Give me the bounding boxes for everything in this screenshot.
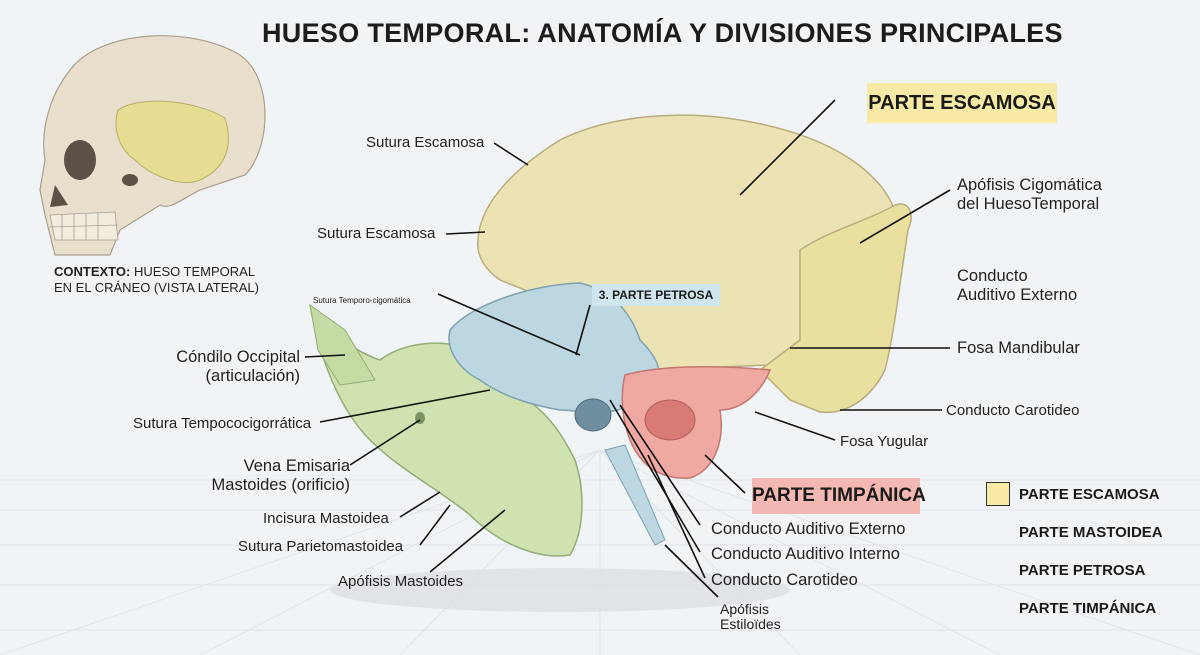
label-vena-emisaria-line2: Mastoides (orificio) [211,476,350,494]
label-apofisis-estiloides: Apófisis Estiloïdes [720,602,781,632]
label-apofisis-cigomatica: Apófisis Cigomática del HuesoTemporal [957,176,1102,214]
label-conducto-auditivo-externo-right: Conducto Auditivo Externo [957,267,1077,305]
legend-label: PARTE ESCAMOSA [1019,486,1160,503]
label-apofisis-cigomatica-line2: del HuesoTemporal [957,195,1100,213]
page-title: HUESO TEMPORAL: ANATOMÍA Y DIVISIONES PR… [262,18,1063,48]
label-vena-emisaria-line1: Vena Emisaria [243,457,350,475]
label-condilo-occipital-line2: (articulación) [205,367,300,385]
context-line2: EN EL CRÁNEO (VISTA LATERAL) [54,280,259,295]
label-conducto-carotideo-right: Conducto Carotideo [946,402,1080,419]
label-conducto-line1: Conducto [957,267,1028,285]
label-conducto-auditivo-interno: Conducto Auditivo Interno [711,545,900,563]
occipital-condyle [309,303,376,386]
tag-parte-timpanica: PARTE TIMPÁNICA [752,478,926,514]
styloid-process [604,444,666,546]
label-conducto-auditivo-externo: Conducto Auditivo Externo [711,520,906,538]
label-fosa-mandibular: Fosa Mandibular [957,339,1080,357]
legend-swatch [986,482,1010,506]
label-sutura-temporo-cigomatica: Sutura Temporo-cigomática [313,296,411,305]
label-conducto-line2: Auditivo Externo [957,286,1078,304]
context-caption: CONTEXTO: HUESO TEMPORAL EN EL CRÁNEO (V… [54,264,274,296]
label-sutura-tempococigorratica: Sutura Tempococigorrática [133,415,312,432]
tag-parte-petrosa: 3. PARTE PETROSA [592,284,720,306]
label-apofisis-mastoides: Apófisis Mastoides [338,573,464,590]
label-condilo-occipital: Cóndilo Occipital (articulación) [160,348,300,386]
context-bold: CONTEXTO: [54,264,131,279]
label-apofisis-cigomatica-line1: Apófisis Cigomática [957,176,1102,194]
tag-parte-escamosa: PARTE ESCAMOSA [867,83,1057,123]
legend-label: PARTE TIMPÁNICA [1019,600,1157,617]
label-condilo-occipital-line1: Cóndilo Occipital [176,348,300,366]
legend-label: PARTE PETROSA [1019,562,1146,579]
label-sutura-escamosa-top: Sutura Escamosa [366,134,485,151]
label-vena-emisaria: Vena Emisaria Mastoides (orificio) [180,457,350,495]
label-fosa-yugular: Fosa Yugular [840,433,929,450]
label-sutura-parietomastoidea: Sutura Parietomastoidea [238,538,404,555]
label-sutura-escamosa: Sutura Escamosa [317,225,436,242]
label-apofisis-estiloides-line1: Apófisis [720,601,770,617]
context-text: HUESO TEMPORAL [133,264,256,279]
label-incisura-mastoidea: Incisura Mastoidea [263,510,389,527]
legend-label: PARTE MASTOIDEA [1019,524,1163,541]
zygomatic-process [758,203,912,414]
label-apofisis-estiloides-line2: Estiloïdes [720,616,781,632]
tympanic-region [621,365,772,479]
label-conducto-carotideo: Conducto Carotideo [711,571,858,589]
